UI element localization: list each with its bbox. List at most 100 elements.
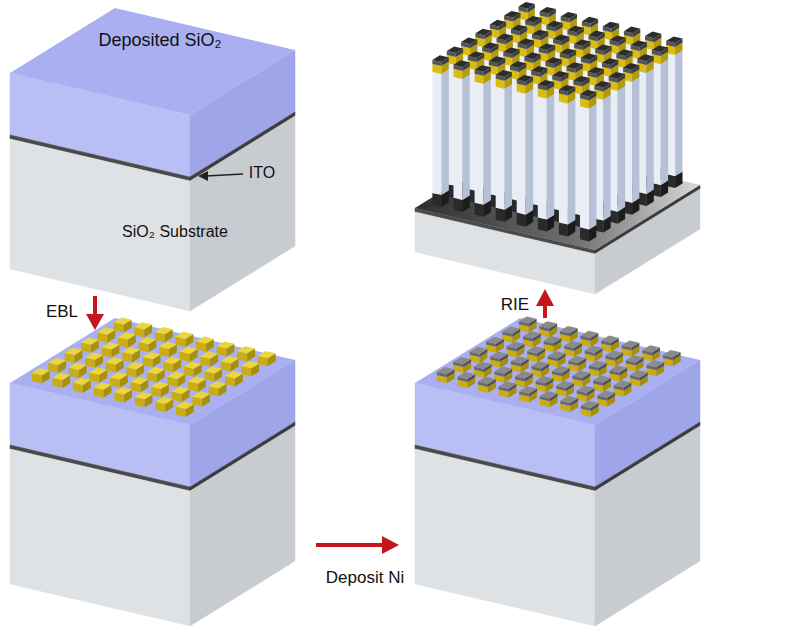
resist-pattern-top — [94, 383, 112, 390]
ni-mask-top — [523, 331, 541, 338]
resist-pattern-top — [110, 372, 128, 379]
ni-mask-top — [610, 366, 628, 373]
ni-mask-top — [494, 367, 512, 374]
resist-pattern-top — [241, 361, 259, 368]
arrow-shaft — [316, 543, 384, 547]
ni-cap-top — [602, 58, 618, 65]
resist-pattern-top — [200, 352, 218, 359]
nanopillar-side — [463, 74, 470, 199]
ni-mask-top — [573, 371, 591, 378]
resist-pattern-top — [131, 377, 149, 384]
ni-mask-top — [548, 351, 566, 358]
nanopillar-side — [646, 68, 653, 193]
ni-cap-top — [581, 53, 597, 60]
process-arrow — [536, 289, 554, 318]
ni-cap-top — [519, 2, 535, 9]
nanopillar-side — [547, 94, 554, 220]
nanopillar-side — [603, 95, 610, 221]
ni-cap-top — [475, 65, 491, 72]
resist-pattern-top — [221, 356, 239, 363]
nanopillar-side — [454, 77, 463, 200]
ni-mask-top — [490, 352, 508, 359]
resist-pattern-top — [209, 381, 227, 388]
ni-cap-top — [609, 72, 625, 79]
ni-mask-top — [437, 367, 455, 374]
resist-pattern-top — [97, 328, 115, 335]
nanopillar-side — [632, 77, 639, 203]
resist-pattern-top — [114, 387, 132, 394]
layer-label: ITO — [249, 164, 275, 182]
ni-cap-top — [432, 55, 448, 62]
nanopillar-side — [675, 51, 682, 177]
nanopillar-side — [559, 101, 568, 224]
ni-cap-top — [559, 85, 575, 92]
leader-arrow — [198, 171, 243, 181]
nanopillar-side — [484, 79, 491, 205]
resist-pattern-top — [73, 378, 91, 385]
ni-mask-top — [642, 345, 660, 352]
ni-cap-top — [447, 47, 463, 54]
arrow-head — [382, 536, 399, 554]
ni-cap-top — [461, 38, 477, 45]
ni-cap-top — [510, 61, 526, 68]
ni-cap-top — [475, 29, 491, 36]
ni-mask-top — [458, 372, 476, 379]
resist-pattern-top — [53, 373, 71, 380]
pillar-base-side — [517, 213, 526, 227]
ni-cap-top — [518, 39, 534, 46]
ni-cap-top — [503, 47, 519, 54]
resist-pattern-top — [135, 392, 153, 399]
ni-cap-top — [496, 70, 512, 77]
nanopillar-side — [432, 72, 441, 195]
nanopillar-side — [526, 89, 533, 215]
resist-pattern-top — [81, 338, 99, 345]
ni-cap-top — [490, 20, 506, 27]
ni-mask-top — [568, 356, 586, 363]
resist-pattern-top — [106, 357, 124, 364]
ni-cap-top — [573, 76, 589, 83]
resist-pattern-top — [134, 322, 152, 329]
nanopillar-side — [538, 97, 547, 220]
resist-pattern-top — [172, 387, 190, 394]
ni-mask-top — [531, 361, 549, 368]
ni-cap-top — [538, 80, 554, 87]
ni-cap-top — [497, 34, 513, 41]
ni-mask-top — [527, 346, 545, 353]
ni-mask-top — [478, 377, 496, 384]
ni-cap-top — [652, 45, 668, 52]
ni-mask-top — [560, 396, 578, 403]
ni-mask-top — [502, 327, 520, 334]
resist-pattern-top — [114, 317, 132, 324]
ni-cap-top — [545, 57, 561, 64]
process-arrow — [86, 296, 104, 330]
ni-cap-top — [532, 30, 548, 37]
ni-mask-top — [663, 350, 681, 357]
layer-label: SiO₂ Substrate — [122, 223, 228, 241]
resist-pattern-top — [180, 347, 198, 354]
ni-cap-top — [624, 27, 640, 34]
ni-mask-top — [536, 376, 554, 383]
ni-cap-top — [511, 25, 527, 32]
ni-cap-top — [623, 63, 639, 70]
ni-cap-top — [560, 48, 576, 55]
resist-pattern-top — [102, 343, 120, 350]
ni-cap-top — [553, 35, 569, 42]
ni-cap-top — [574, 40, 590, 47]
resist-pattern-top — [176, 402, 194, 409]
ni-mask-top — [474, 362, 492, 369]
nanopillar-side — [505, 84, 512, 210]
ni-cap-top — [567, 26, 583, 33]
leader-line — [206, 174, 243, 176]
resist-pattern-top — [184, 362, 202, 369]
pillar-base-side — [496, 208, 505, 222]
ni-stack — [415, 316, 700, 626]
substrate-right-face — [190, 116, 295, 311]
ni-cap-top — [595, 44, 611, 51]
pillar-base-side — [538, 218, 547, 232]
ni-mask-top — [564, 341, 582, 348]
ni-mask-top — [470, 347, 488, 354]
pillar-base-side — [475, 203, 484, 217]
resist-pattern-top — [237, 346, 255, 353]
